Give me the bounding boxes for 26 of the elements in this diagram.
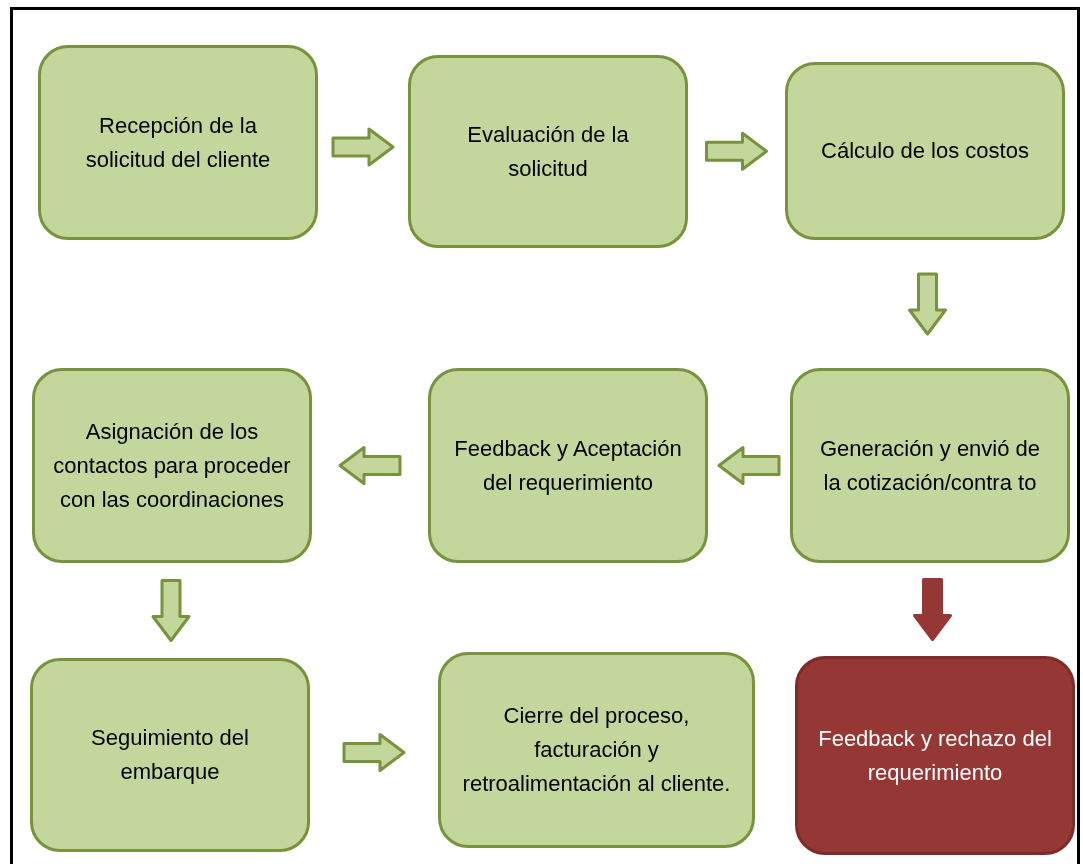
block-arrow [342, 733, 406, 772]
block-arrow [151, 579, 191, 642]
box-text: Evaluación de la solicitud [466, 120, 630, 183]
block-arrow [717, 446, 781, 485]
block-arrow [338, 446, 402, 485]
box-text: Generación y envió de la cotización/contra to [818, 434, 1042, 497]
block-arrow [908, 272, 947, 336]
box-text: Cierre del proceso, facturación y retroalimentación al cliente. [461, 702, 732, 798]
box-text: Seguimiento del embarque [90, 724, 250, 786]
process-box [30, 658, 310, 852]
process-box [428, 368, 708, 563]
box-text: Asignación de los contactos para proceder con las coordinaciones [52, 417, 292, 514]
process-box [408, 55, 688, 248]
process-box [438, 652, 755, 848]
box-text: Feedback y Aceptación del requerimiento [453, 434, 683, 497]
process-box [790, 368, 1070, 563]
block-arrow [705, 131, 768, 171]
box-text: Cálculo de los costos [821, 137, 1029, 165]
block-arrow [913, 578, 952, 641]
process-box [785, 62, 1065, 240]
box-text: Recepción de la solicitud del cliente [84, 111, 272, 174]
process-box [38, 45, 318, 240]
process-box [795, 656, 1075, 855]
box-text: Feedback y rechazo del requerimiento [817, 724, 1053, 787]
process-box [32, 368, 312, 563]
block-arrow [331, 127, 395, 167]
